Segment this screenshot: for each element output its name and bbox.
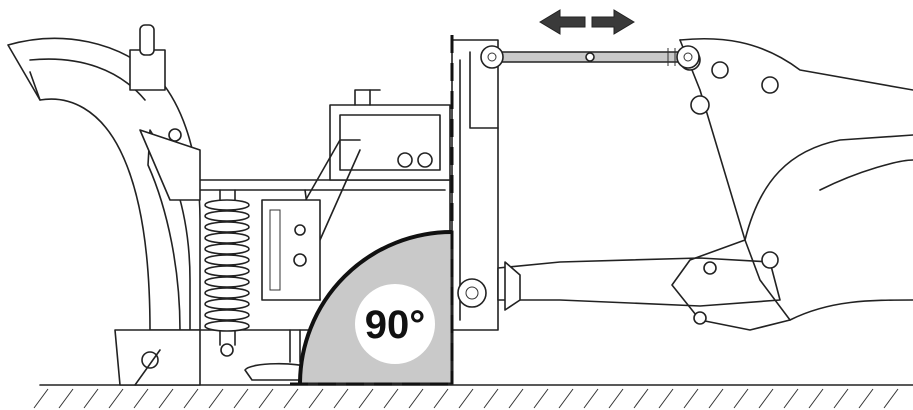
ground-hatch-line [283,388,299,409]
ground-hatch-line [583,388,599,409]
ground-hatch-line [58,388,74,409]
snow-blower-housing [7,24,201,386]
ground-hatch-line [533,388,549,409]
tractor-lift-arm [451,37,913,331]
reference-lines [290,35,454,386]
top-link [480,45,700,69]
ground-hatch-line [483,388,499,409]
ground [33,384,913,409]
spring-coil [204,276,250,288]
spring-coil [204,254,250,266]
ground-hatch-line [183,388,199,409]
spring-coil [204,232,250,244]
ground-hatch-line [83,388,99,409]
ground-hatch-line [258,388,274,409]
ground-hatch-line [233,388,249,409]
ground-hatch-line [608,388,624,409]
ground-hatch-line [658,388,674,409]
ground-hatch-line [333,388,349,409]
spring-coil [204,298,250,310]
ground-hatch-line [858,388,874,409]
spring-coil [204,199,250,211]
ground-hatch-line [408,388,424,409]
ground-hatch-line [458,388,474,409]
spring-coil [204,210,250,222]
ground-hatch-line [358,388,374,409]
ground-hatch-line [158,388,174,409]
ground-hatch-line [758,388,774,409]
ground-hatch-line [708,388,724,409]
angle-label: 90° [365,303,426,347]
ground-hatch-line [208,388,224,409]
spring-coil [204,287,250,299]
ground-hatch-line [433,388,449,409]
double-horizontal-arrow-icon [539,9,635,35]
spring-assembly [204,189,250,357]
ground-hatch-line [633,388,649,409]
ground-hatch-line [808,388,824,409]
ground-hatch-line [108,388,124,409]
spring-coil [204,309,250,321]
ground-hatch-line [308,388,324,409]
angle-indicator: 90° [298,230,454,386]
spring-coil [204,320,250,332]
spring-coil [204,265,250,277]
ground-hatch-line [733,388,749,409]
spring-coil [204,221,250,233]
angle-label-circle [355,284,435,364]
ground-hatch-line [383,388,399,409]
ground-hatch-line [683,388,699,409]
ground-hatch-line [783,388,799,409]
ground-hatch-line [508,388,524,409]
ground-hatch-line [833,388,849,409]
spring-coil [204,243,250,255]
ground-hatch-line [33,388,49,409]
ground-hatch-line [883,388,899,409]
ground-hatch-line [133,388,149,409]
ground-hatch-line [558,388,574,409]
